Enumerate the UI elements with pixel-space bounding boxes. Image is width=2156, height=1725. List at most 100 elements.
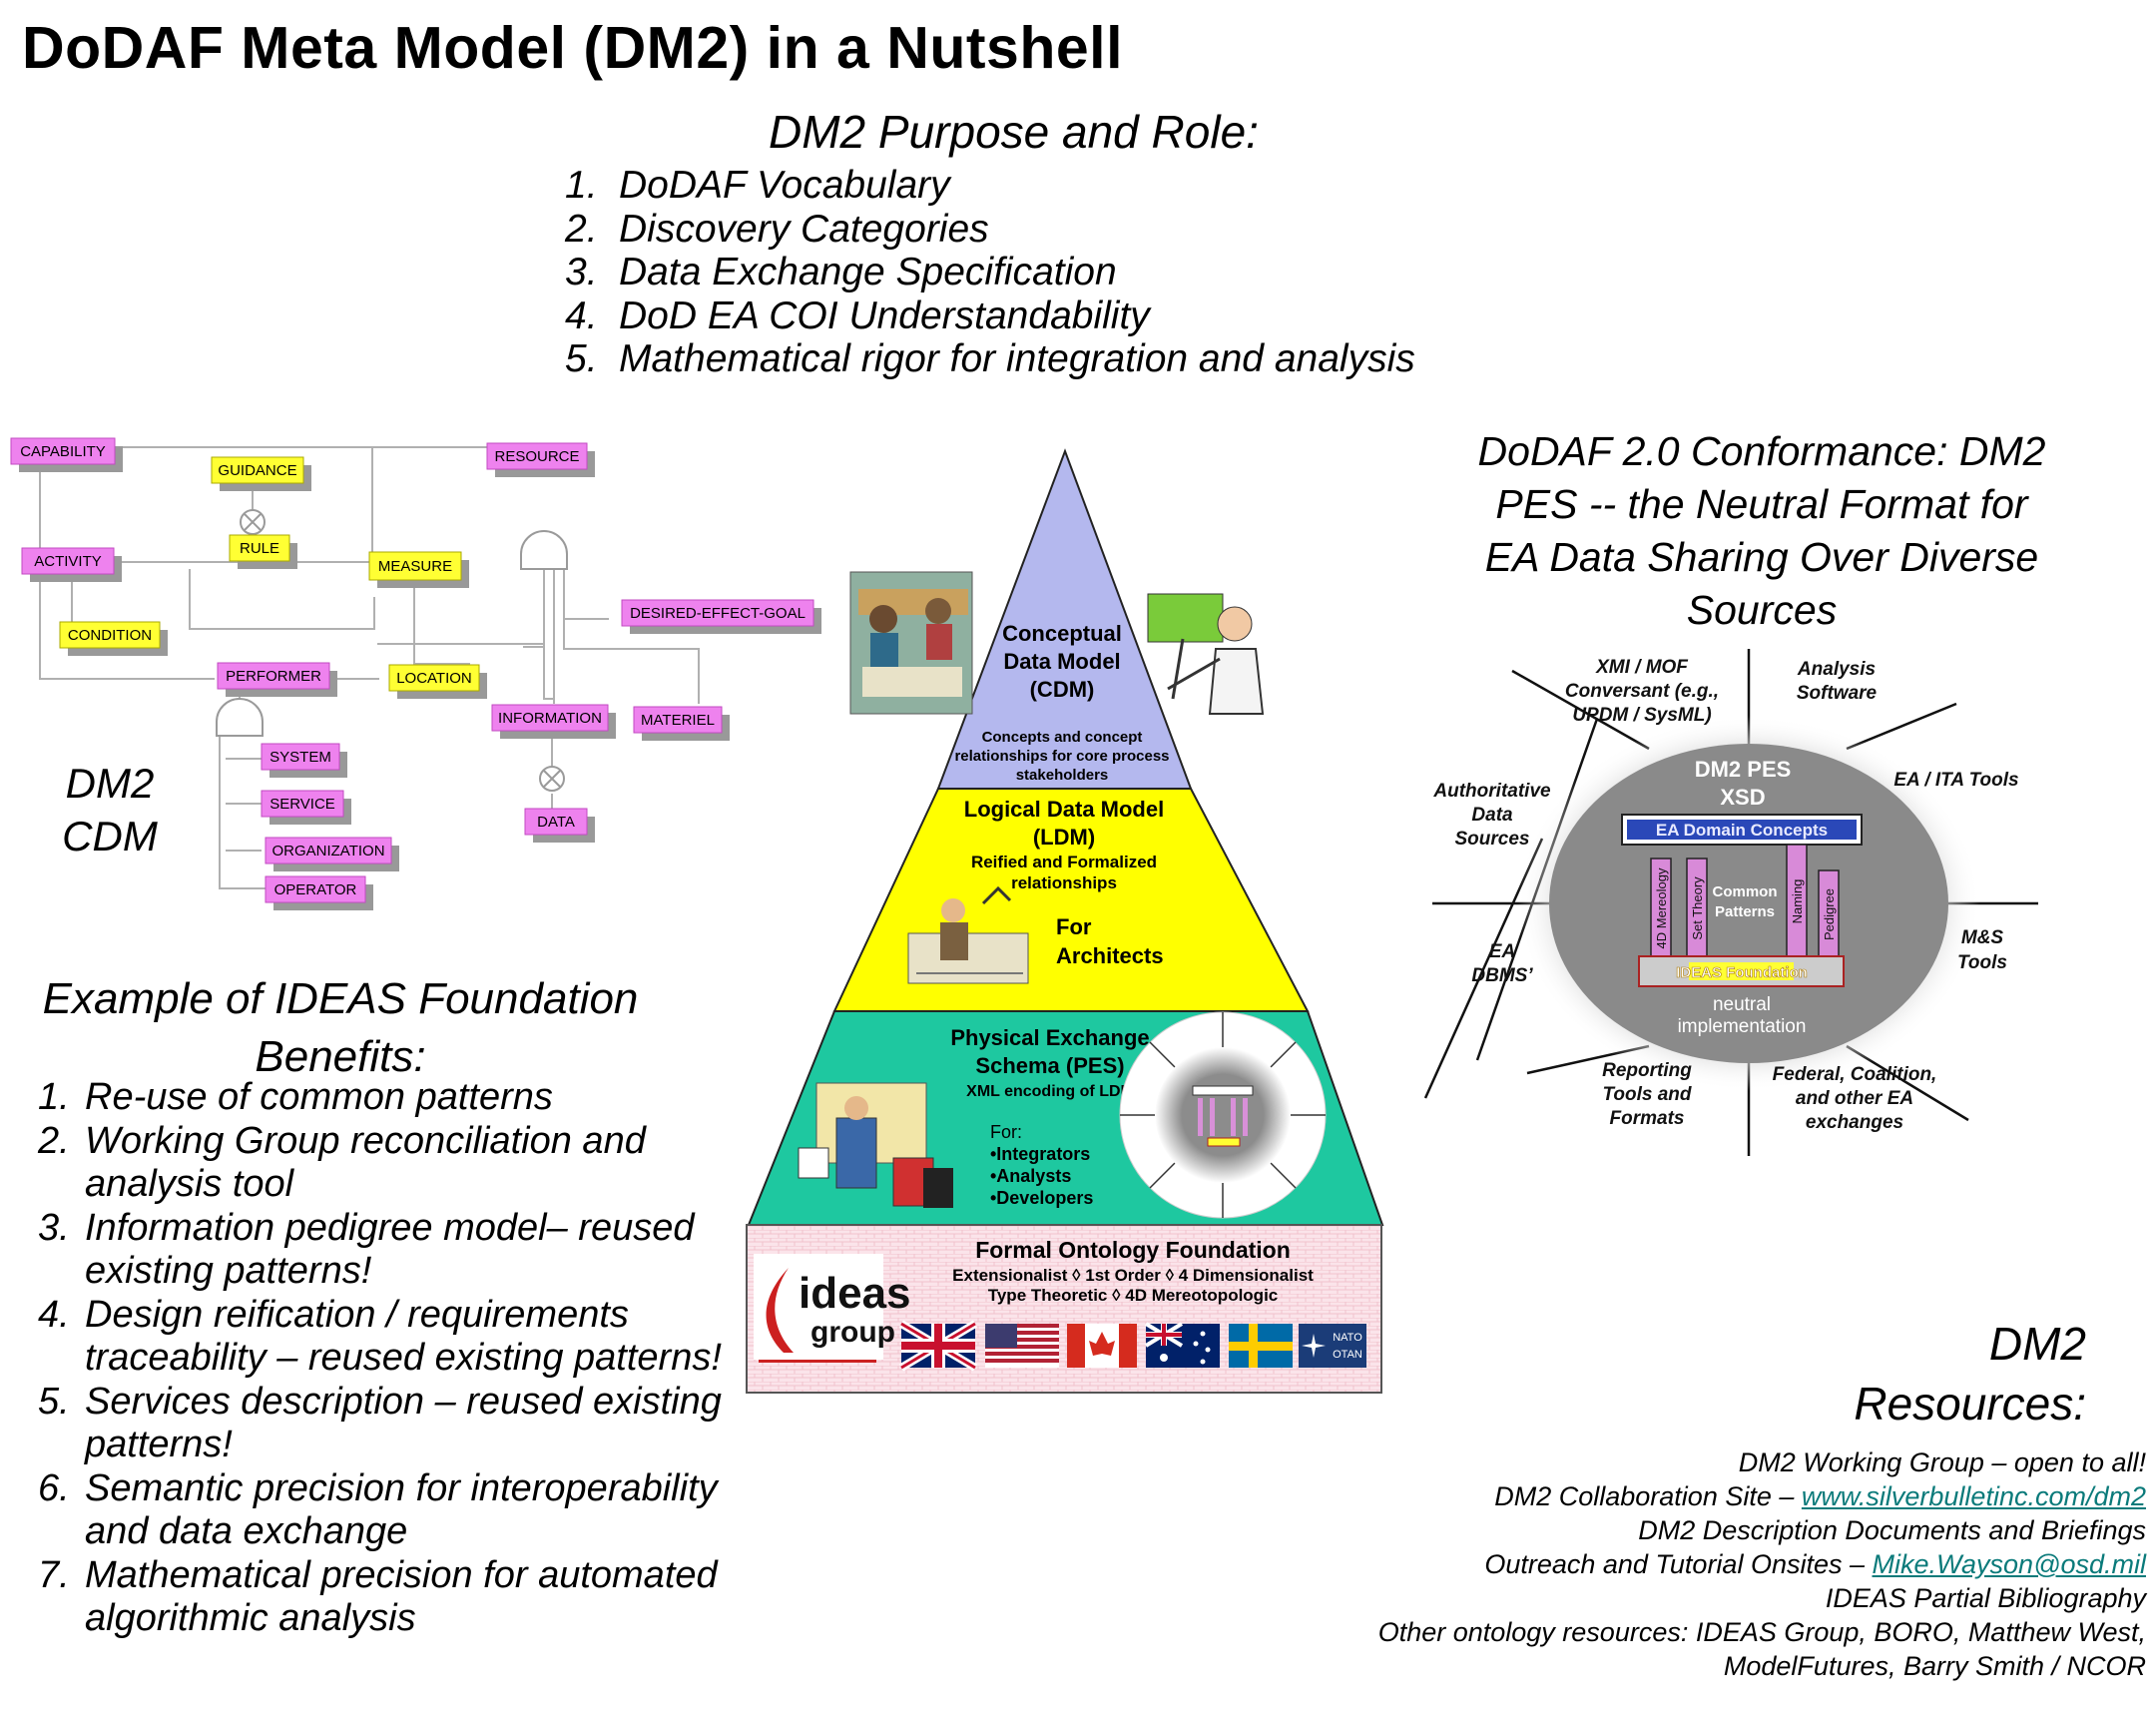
node-data-label: DATA <box>537 814 575 831</box>
svg-text:neutral: neutral <box>1713 994 1771 1015</box>
ldm-sub-1: Reified and Formalized <box>971 853 1157 871</box>
cdm-nodes: CAPABILITY GUIDANCE RESOURCE RULE ACTIVI… <box>10 437 821 910</box>
common-patterns: Common Patterns <box>1713 883 1778 920</box>
pes-pillars <box>1650 844 1840 959</box>
pes-center-title: DM2 PES XSD <box>1695 757 1792 810</box>
spoke-xmi-2: Conversant (e.g., <box>1565 681 1719 702</box>
node-organization: ORGANIZATION <box>265 837 399 871</box>
node-performer-label: PERFORMER <box>226 668 321 685</box>
purpose-item: 4.DoD EA COI Understandability <box>565 293 1150 337</box>
resource-other-1: Other ontology resources: IDEAS Group, B… <box>1377 1617 2146 1647</box>
presenter-illustration <box>1147 593 1265 715</box>
pes-for-4: •Developers <box>990 1188 1093 1208</box>
collab-link[interactable]: www.silverbulletinc.com/dm2 <box>1801 1481 2146 1511</box>
node-materiel-label: MATERIEL <box>641 712 715 729</box>
node-capability: CAPABILITY <box>10 437 123 472</box>
australia-flag-icon <box>1144 1322 1220 1368</box>
cdm-title-2: Data Model <box>1003 649 1120 674</box>
resources-heading: DM2 Resources: <box>1854 1318 2086 1430</box>
node-information: INFORMATION <box>491 704 616 739</box>
resource-outreach: Outreach and Tutorial Onsites – Mike.Way… <box>1484 1549 2146 1579</box>
node-rule-label: RULE <box>240 540 279 557</box>
node-information-label: INFORMATION <box>498 710 602 727</box>
email-link[interactable]: Mike.Wayson@osd.mil <box>1872 1549 2146 1579</box>
spoke-reporting-2: Tools and <box>1602 1084 1691 1105</box>
benefit-item: 3.Information pedigree model– reused exi… <box>38 1206 695 1293</box>
pes-sub: XML encoding of LDM <box>966 1083 1134 1100</box>
pes-for-text: For: •Integrators •Analysts •Developers <box>990 1122 1093 1208</box>
node-guidance: GUIDANCE <box>211 456 311 491</box>
spoke-authoritative-3: Sources <box>1455 829 1530 850</box>
nato-flag-icon: NATO OTAN <box>1299 1324 1366 1368</box>
domain-bar-label: EA Domain Concepts <box>1656 821 1828 840</box>
meeting-illustration <box>849 571 973 715</box>
node-rule: RULE <box>229 534 297 569</box>
mini-pes-wheel <box>1119 1011 1327 1219</box>
spoke-ea-ita: EA / ITA Tools <box>1893 770 2018 791</box>
foundation-line-2: Type Theoretic ◊ 4D Mereotopologic <box>988 1286 1279 1305</box>
pillar-set-theory: Set Theory <box>1690 876 1705 940</box>
architect-illustration <box>907 885 1029 984</box>
node-service: SERVICE <box>261 790 351 825</box>
ldm-for-2: Architects <box>1056 943 1164 968</box>
cdm-label: DM2 CDM <box>62 760 158 860</box>
node-service-label: SERVICE <box>270 796 335 813</box>
sweden-flag-icon <box>1229 1324 1293 1368</box>
svg-text:Patterns: Patterns <box>1715 903 1775 920</box>
pes-title-2: Schema (PES) <box>975 1053 1124 1078</box>
node-data: DATA <box>524 808 595 843</box>
nato-text: NATO <box>1333 1332 1362 1344</box>
node-materiel: MATERIEL <box>633 706 730 741</box>
resource-working-group: DM2 Working Group – open to all! <box>1738 1447 2146 1477</box>
resources-list: DM2 Working Group – open to all! DM2 Col… <box>1378 1445 2146 1683</box>
cdm-gates <box>216 509 568 792</box>
ideas-heading: Example of IDEAS Foundation Benefits: <box>42 974 639 1081</box>
benefits-list: 1.Re-use of common patterns 2.Working Gr… <box>38 1076 744 1641</box>
foundation-bar-fill <box>1689 962 1794 980</box>
node-resource-label: RESOURCE <box>494 448 579 465</box>
node-desired-effect-goal: DESIRED-EFFECT-GOAL <box>621 599 821 634</box>
pillar-pedigree: Pedigree <box>1822 888 1837 940</box>
pillar-labels: 4D Mereology Set Theory Naming Pedigree <box>1654 867 1837 948</box>
spoke-reporting-1: Reporting <box>1602 1060 1692 1081</box>
purpose-heading: DM2 Purpose and Role: <box>769 106 1259 158</box>
node-activity-label: ACTIVITY <box>34 553 102 570</box>
node-organization-label: ORGANIZATION <box>271 843 384 860</box>
otan-text: OTAN <box>1333 1349 1362 1361</box>
benefit-item: 4.Design reification / requirements trac… <box>38 1293 722 1380</box>
spoke-ms-2: Tools <box>1957 952 2007 973</box>
spoke-authoritative-2: Data <box>1471 805 1513 826</box>
purpose-item: 5.Mathematical rigor for integration and… <box>565 337 1415 380</box>
node-performer: PERFORMER <box>217 662 337 697</box>
ldm-for-1: For <box>1056 914 1092 939</box>
spoke-ea-dbms-2: DBMS’ <box>1471 965 1533 986</box>
benefit-item: 5.Services description – reused existing… <box>38 1380 722 1466</box>
benefit-item: 1.Re-use of common patterns <box>38 1076 553 1118</box>
foundation-title: Formal Ontology Foundation <box>975 1237 1291 1263</box>
node-system-label: SYSTEM <box>270 749 331 766</box>
spoke-authoritative-1: Authoritative <box>1432 781 1551 802</box>
pes-title-2: XSD <box>1720 785 1765 810</box>
resource-bibliography: IDEAS Partial Bibliography <box>1825 1583 2146 1613</box>
page-title: DoDAF Meta Model (DM2) in a Nutshell <box>22 15 1123 81</box>
pyramid-text: Conceptual Data Model (CDM) Concepts and… <box>950 621 1169 1100</box>
spoke-federal-2: and other EA <box>1796 1088 1913 1109</box>
benefit-item: 2.Working Group reconciliation and analy… <box>38 1119 646 1206</box>
benefit-item: 6.Semantic precision for interoperabilit… <box>38 1466 718 1553</box>
purpose-item: 1.DoDAF Vocabulary <box>565 164 950 207</box>
node-measure: MEASURE <box>368 551 469 588</box>
resource-docs: DM2 Description Documents and Briefings <box>1638 1515 2146 1545</box>
svg-text:implementation: implementation <box>1678 1016 1807 1037</box>
ideas-logo-text: ideas <box>799 1269 911 1318</box>
purpose-item: 3.Data Exchange Specification <box>565 251 1117 293</box>
spoke-analysis-2: Software <box>1797 683 1878 704</box>
resource-collab-site: DM2 Collaboration Site – www.silverbulle… <box>1494 1481 2146 1511</box>
ldm-sub-2: relationships <box>1011 873 1117 892</box>
pes-title-1: DM2 PES <box>1695 757 1792 782</box>
node-capability-label: CAPABILITY <box>20 443 106 460</box>
node-operator: OPERATOR <box>265 875 373 910</box>
foundation-bar-label: IDEAS Foundation <box>1676 964 1808 981</box>
node-guidance-label: GUIDANCE <box>218 462 296 479</box>
spoke-federal-3: exchanges <box>1806 1112 1903 1133</box>
